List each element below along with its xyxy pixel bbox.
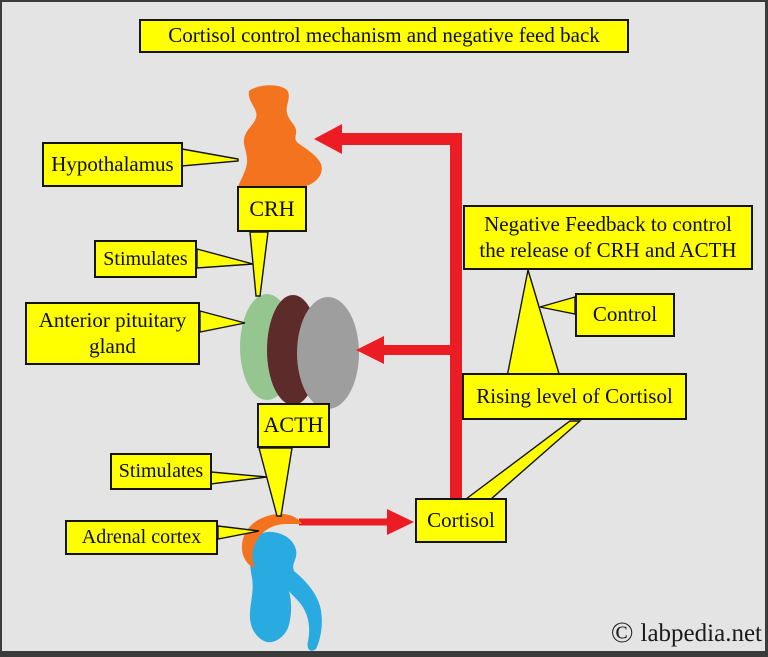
stimulates-lower-callout-pointer — [210, 471, 268, 485]
adrenal-cortex-shape — [241, 513, 302, 568]
rising-level-callout-pointer — [463, 420, 582, 500]
anterior-pituitary-label: Anterior pituitary gland — [25, 302, 200, 365]
page-title: Cortisol control mechanism and negative … — [139, 19, 629, 53]
negative-feedback-arrow-line — [341, 133, 462, 498]
watermark: © labpedia.net — [611, 618, 762, 648]
negative-feedback-callout-triangle — [506, 269, 561, 378]
watermark-site-text: labpedia.net — [640, 619, 762, 647]
pituitary-front-ellipse — [297, 297, 359, 409]
rising-level-label: Rising level of Cortisol — [462, 373, 687, 420]
arrowhead-to-hypothalamus-icon — [314, 124, 342, 154]
acth-label: ACTH — [257, 403, 330, 448]
control-callout-pointer — [539, 296, 576, 315]
kidney-shape — [249, 531, 322, 651]
cortisol-label: Cortisol — [415, 498, 507, 543]
crh-callout-funnel — [249, 231, 269, 297]
adrenal-cortex-callout-pointer — [217, 525, 260, 540]
crh-label: CRH — [237, 186, 307, 232]
stimulates-lower-label: Stimulates — [110, 453, 212, 490]
negative-feedback-label: Negative Feedback to control the release… — [463, 205, 753, 270]
acth-callout-funnel — [258, 447, 293, 517]
copyright-icon: © — [610, 616, 634, 649]
hypothalamus-label: Hypothalamus — [42, 142, 183, 187]
arrowhead-to-cortisol-icon — [387, 509, 414, 535]
stimulates-upper-label: Stimulates — [94, 240, 197, 278]
hypothalamus-shape — [237, 85, 322, 191]
control-label: Control — [575, 293, 675, 337]
anterior-pituitary-callout-pointer — [199, 310, 246, 333]
page-title-text: Cortisol control mechanism and negative … — [168, 23, 600, 48]
adrenal-cortex-label: Adrenal cortex — [65, 520, 218, 555]
stimulates-upper-callout-pointer — [196, 248, 254, 269]
hypothalamus-callout-pointer — [181, 148, 239, 167]
arrowhead-to-pituitary-icon — [356, 336, 384, 364]
